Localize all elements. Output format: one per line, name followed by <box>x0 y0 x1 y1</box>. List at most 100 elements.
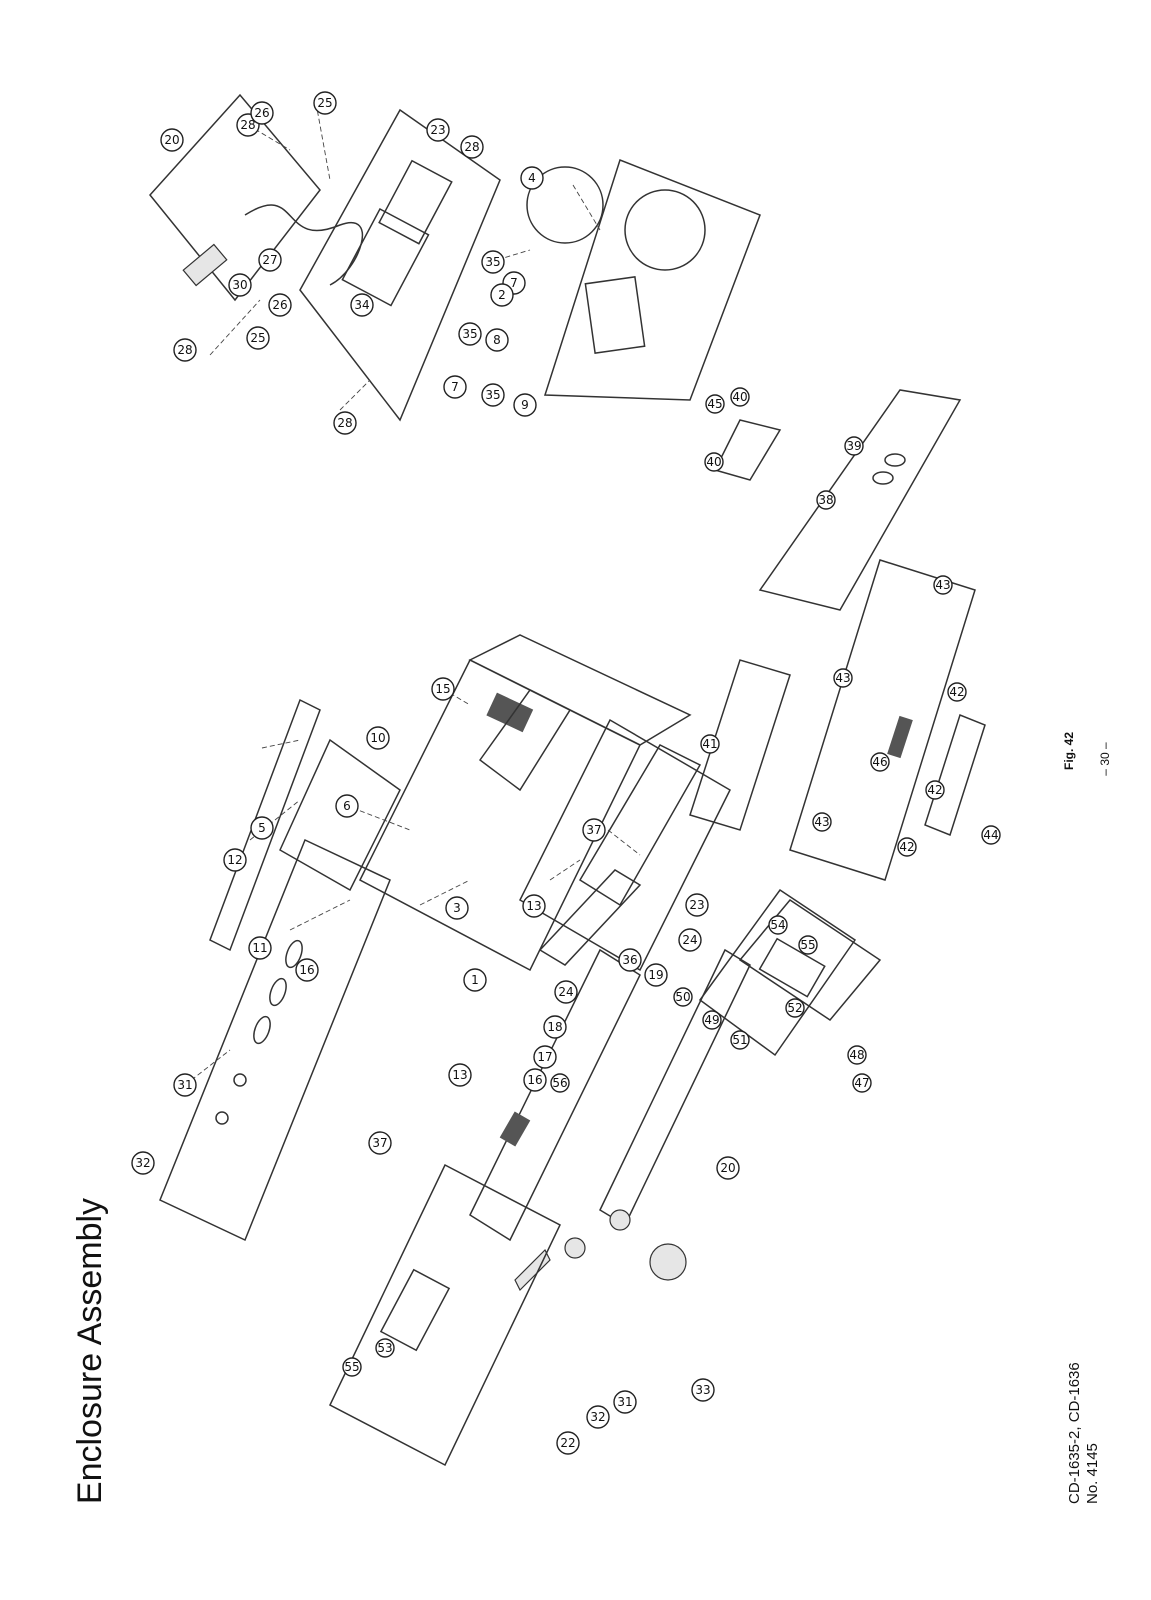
callout-28: 28 <box>460 135 484 159</box>
svg-text:16: 16 <box>299 963 314 977</box>
callout-53: 53 <box>375 1338 395 1358</box>
svg-text:13: 13 <box>452 1068 467 1082</box>
callout-25: 25 <box>313 91 337 115</box>
callout-52: 52 <box>785 998 805 1018</box>
svg-text:44: 44 <box>983 828 998 842</box>
detail-inset-box-right <box>738 899 882 1021</box>
callout-23: 23 <box>426 118 450 142</box>
callout-31: 31 <box>613 1390 637 1414</box>
svg-text:31: 31 <box>177 1078 192 1092</box>
svg-text:50: 50 <box>675 990 690 1004</box>
callout-42: 42 <box>925 780 945 800</box>
svg-text:25: 25 <box>250 331 265 345</box>
svg-text:42: 42 <box>927 783 942 797</box>
side-bracket <box>538 869 642 966</box>
callout-29: 20 <box>160 128 184 152</box>
callout-49: 49 <box>702 1010 722 1030</box>
svg-text:13: 13 <box>526 899 541 913</box>
callout-43: 43 <box>833 668 853 688</box>
cassette-lid-assembly <box>209 698 401 952</box>
svg-text:28: 28 <box>464 140 479 154</box>
bottom-cover <box>519 718 731 972</box>
callout-24: 24 <box>554 980 578 1004</box>
callout-24: 24 <box>678 928 702 952</box>
svg-text:2: 2 <box>498 288 506 302</box>
svg-text:43: 43 <box>835 671 850 685</box>
callout-4: 4 <box>520 166 544 190</box>
callout-37: 37 <box>582 818 606 842</box>
svg-text:37: 37 <box>586 823 601 837</box>
callout-50: 50 <box>673 987 693 1007</box>
callout-55: 55 <box>342 1357 362 1377</box>
svg-text:6: 6 <box>343 799 351 813</box>
svg-text:4: 4 <box>528 171 536 185</box>
callout-37: 37 <box>368 1131 392 1155</box>
svg-text:53: 53 <box>377 1341 392 1355</box>
callout-15: 15 <box>431 677 455 701</box>
svg-text:36: 36 <box>622 953 637 967</box>
svg-text:38: 38 <box>818 493 833 507</box>
callout-48: 48 <box>847 1045 867 1065</box>
circuit-board-frame <box>689 659 791 831</box>
callout-8: 8 <box>485 328 509 352</box>
callout-10: 10 <box>366 726 390 750</box>
svg-text:22: 22 <box>560 1436 575 1450</box>
svg-text:18: 18 <box>547 1020 562 1034</box>
svg-text:10: 10 <box>370 731 385 745</box>
callout-42: 42 <box>897 837 917 857</box>
callout-19: 18 <box>543 1015 567 1039</box>
callout-12: 12 <box>223 848 247 872</box>
callout-7: 7 <box>443 375 467 399</box>
svg-text:24: 24 <box>682 933 697 947</box>
svg-text:46: 46 <box>872 755 887 769</box>
callout-13: 13 <box>522 894 546 918</box>
leader-lines <box>184 102 641 1086</box>
callout-26: 26 <box>268 293 292 317</box>
svg-text:55: 55 <box>344 1360 359 1374</box>
svg-text:31: 31 <box>617 1395 632 1409</box>
svg-text:51: 51 <box>732 1033 747 1047</box>
callout-9: 9 <box>513 393 537 417</box>
svg-text:40: 40 <box>732 390 747 404</box>
lower-rear-board <box>924 714 986 836</box>
svg-text:5: 5 <box>258 821 266 835</box>
svg-text:42: 42 <box>899 840 914 854</box>
callout-45: 45 <box>705 394 725 414</box>
svg-text:48: 48 <box>849 1048 864 1062</box>
svg-text:16: 16 <box>527 1073 542 1087</box>
callout-35: 35 <box>458 322 482 346</box>
cassette-mechanism-chassis <box>526 159 761 401</box>
svg-text:23: 23 <box>430 123 445 137</box>
svg-text:47: 47 <box>854 1076 869 1090</box>
callout-32: 32 <box>586 1405 610 1429</box>
svg-text:54: 54 <box>770 918 785 932</box>
callout-56: 56 <box>550 1073 570 1093</box>
svg-text:40: 40 <box>706 455 721 469</box>
callout-5: 5 <box>250 816 274 840</box>
circuit-board-lower <box>789 559 976 881</box>
svg-text:25: 25 <box>317 96 332 110</box>
svg-text:15: 15 <box>435 682 450 696</box>
svg-text:1: 1 <box>471 973 479 987</box>
svg-text:56: 56 <box>552 1076 567 1090</box>
door-cable <box>244 204 364 286</box>
svg-text:26: 26 <box>254 106 269 120</box>
callout-41: 41 <box>700 734 720 754</box>
callout-38: 38 <box>816 490 836 510</box>
callout-54: 54 <box>768 915 788 935</box>
callout-25: 25 <box>246 326 270 350</box>
callout-6: 6 <box>335 794 359 818</box>
callout-33: 33 <box>691 1378 715 1402</box>
top-right-bracket <box>713 419 782 481</box>
svg-text:35: 35 <box>462 327 477 341</box>
callout-13: 13 <box>448 1063 472 1087</box>
chassis-base-plate <box>469 948 751 1242</box>
callout-18: 17 <box>533 1045 557 1069</box>
callout-51: 51 <box>730 1030 750 1050</box>
callout-17: 16 <box>523 1068 547 1092</box>
callout-26: 26 <box>250 101 274 125</box>
svg-text:33: 33 <box>695 1383 710 1397</box>
callout-layer: 20 28 26 25 23 28 4 30 27 34 26 25 28 28… <box>131 91 1001 1455</box>
svg-text:3: 3 <box>453 901 461 915</box>
